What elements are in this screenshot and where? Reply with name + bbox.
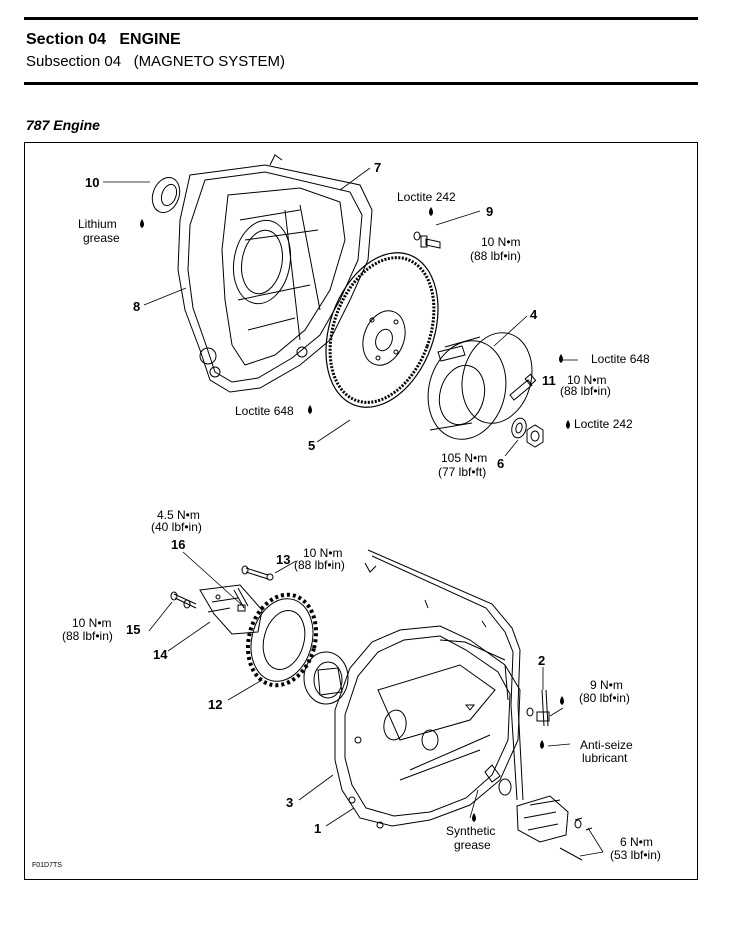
callout-torque-15-nm: 10 N•m: [72, 616, 112, 630]
drop-icon: [566, 420, 570, 429]
part-number-3: 3: [286, 795, 294, 810]
part-5-ring-gear: [325, 252, 439, 408]
part-6-nut: [511, 417, 544, 448]
part-number-16: 16: [171, 537, 186, 552]
part-number-10: 10: [85, 175, 100, 190]
callout-anti-seize-1: Anti-seize: [580, 738, 633, 752]
callout-torque-16-lbf: (40 lbf•in): [151, 520, 202, 534]
callout-loctite-242-top: Loctite 242: [397, 190, 456, 204]
part-number-6: 6: [497, 456, 505, 471]
callout-synthetic-grease-2: grease: [454, 838, 491, 852]
callout-torque-2-lbf: (80 lbf•in): [579, 691, 630, 705]
callout-torque-13-lbf: (88 lbf•in): [294, 558, 345, 572]
callout-loctite-648-screw: Loctite 648: [591, 352, 650, 366]
callout-lithium-grease-2: grease: [83, 231, 120, 245]
callout-loctite-648-gear: Loctite 648: [235, 404, 294, 418]
part-1-trigger-assembly: [484, 764, 593, 861]
part-number-2: 2: [538, 653, 546, 668]
figure-id: F01D7TS: [32, 862, 62, 869]
part-number-14: 14: [153, 647, 168, 662]
part-9-screw: [413, 231, 441, 249]
part-number-9: 9: [486, 204, 494, 219]
header-bottom-rule: [24, 82, 698, 85]
drop-icon: [559, 354, 563, 363]
callout-torque-11-lbf: (88 lbf•in): [560, 384, 611, 398]
drop-icon: [560, 696, 564, 705]
callout-anti-seize-2: lubricant: [582, 751, 628, 765]
wire-route: [364, 549, 524, 801]
drop-icon: [540, 740, 544, 749]
callout-torque-11-nm: 10 N•m: [567, 373, 607, 387]
header-top-rule: [24, 17, 698, 20]
part-number-13: 13: [276, 552, 291, 567]
callout-lithium-grease-1: Lithium: [78, 217, 117, 231]
callout-torque-9-nm: 10 N•m: [481, 235, 521, 249]
drop-icon: [472, 813, 476, 822]
part-number-1: 1: [314, 821, 322, 836]
callout-torque-13-nm: 10 N•m: [303, 546, 343, 560]
callout-loctite-242-nut: Loctite 242: [574, 417, 633, 431]
part-number-8: 8: [133, 299, 141, 314]
leader-lines: [103, 167, 604, 857]
callout-torque-6-lbf: (77 lbf•ft): [438, 465, 487, 479]
callout-torque-bottom-nm: 6 N•m: [620, 835, 653, 849]
part-number-5: 5: [308, 438, 316, 453]
part-number-11: 11: [542, 373, 556, 388]
callout-torque-9-lbf: (88 lbf•in): [470, 249, 521, 263]
part-2-screw: [526, 689, 550, 727]
exploded-view-figure: [24, 142, 698, 880]
section-title: Section 04 ENGINE: [26, 31, 181, 48]
drop-icon: [308, 405, 312, 414]
figure-title: 787 Engine: [26, 117, 100, 133]
part-number-12: 12: [208, 697, 223, 712]
part-number-15: 15: [126, 622, 141, 637]
callout-torque-bottom-lbf: (53 lbf•in): [610, 848, 661, 862]
part-14-bracket: [199, 584, 263, 635]
drop-icon: [429, 207, 433, 216]
part-11-screw: [509, 373, 537, 401]
part-10-seal: [151, 177, 181, 213]
subsection-title: Subsection 04 (MAGNETO SYSTEM): [26, 53, 285, 70]
part-13-screw: [241, 565, 274, 581]
callout-torque-15-lbf: (88 lbf•in): [62, 629, 113, 643]
callout-torque-6-nm: 105 N•m: [441, 451, 488, 465]
callout-torque-2-nm: 9 N•m: [590, 678, 623, 692]
part-number-4: 4: [530, 307, 538, 322]
part-3-cover: [334, 625, 521, 829]
callout-synthetic-grease-1: Synthetic: [446, 824, 496, 838]
part-number-7: 7: [374, 160, 382, 175]
part-15-screw: [170, 591, 197, 609]
drop-icon: [140, 219, 144, 228]
callout-torque-16-nm: 4.5 N•m: [157, 508, 200, 522]
